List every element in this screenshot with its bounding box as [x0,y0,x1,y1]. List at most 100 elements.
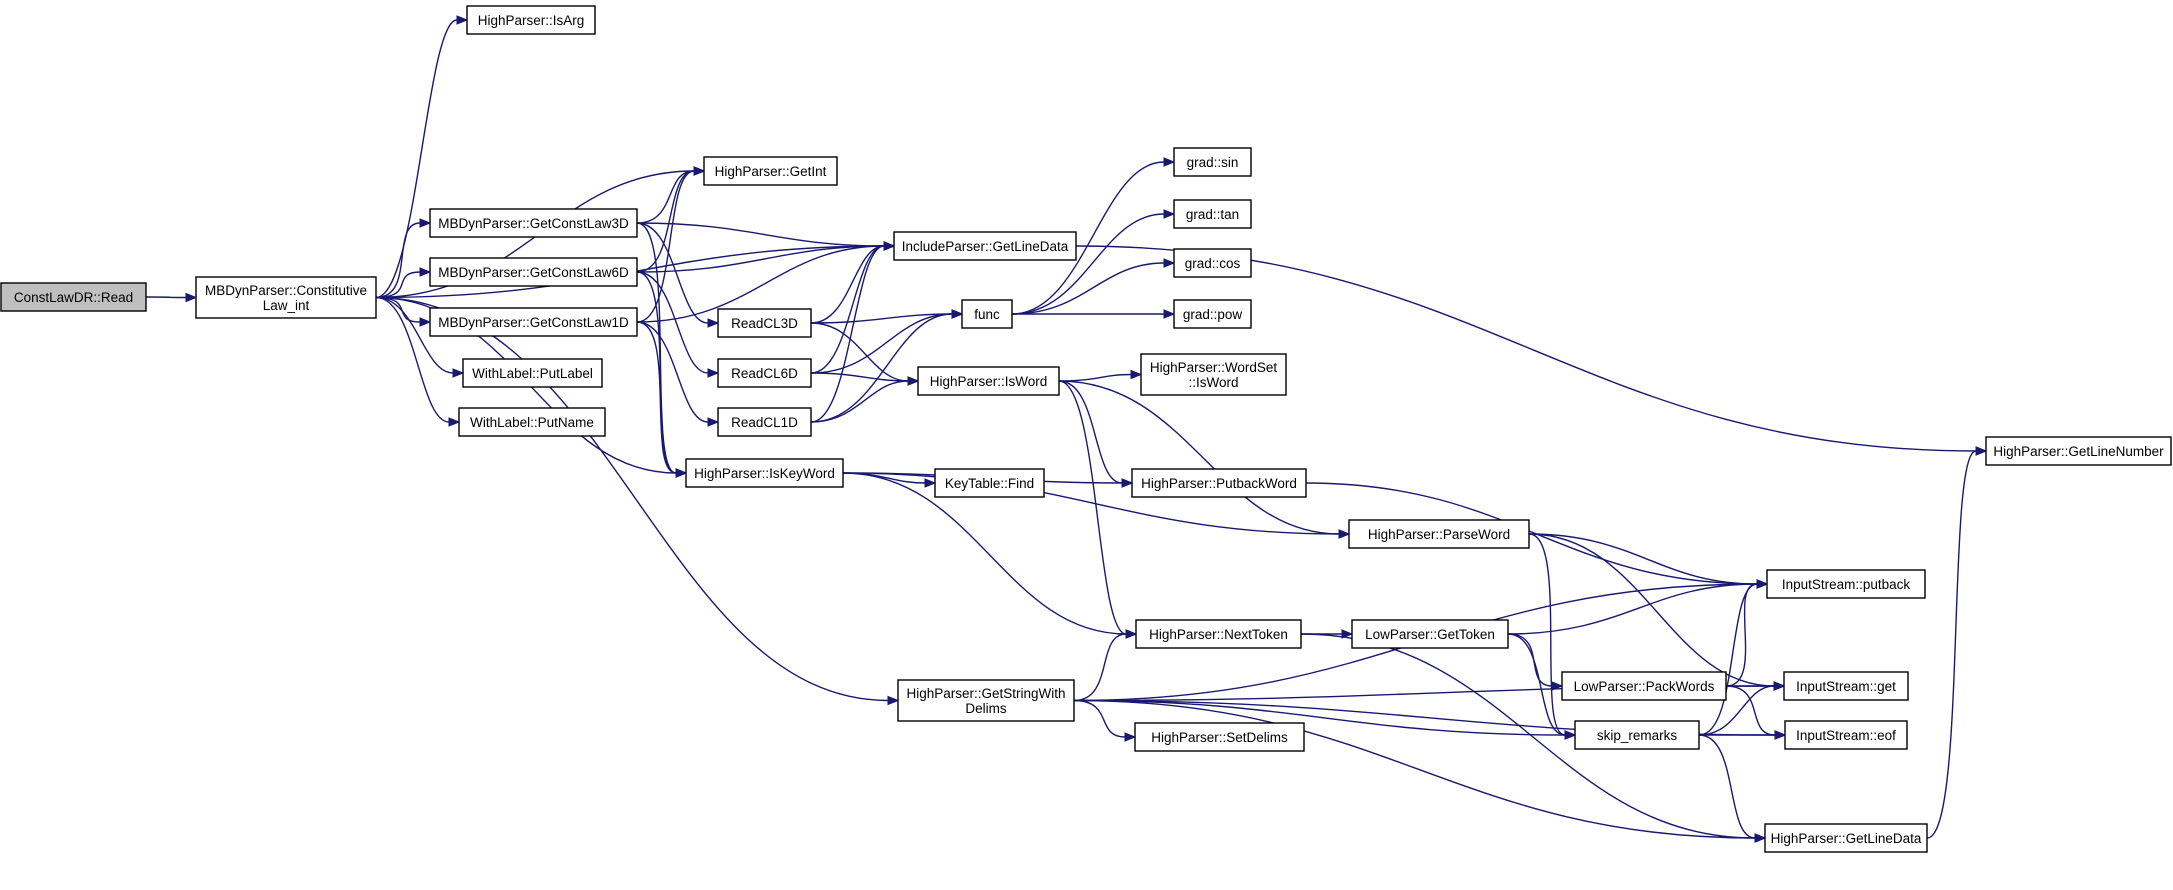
edge-arrowhead [883,241,896,251]
node-rcl6[interactable]: ReadCL6D [717,358,812,388]
node-gettoken[interactable]: LowParser::GetToken [1351,619,1509,649]
node-isarg[interactable]: HighParser::IsArg [466,5,596,35]
edge-arrowhead [887,695,900,706]
node-putname[interactable]: WithLabel::PutName [458,407,606,437]
call-edge-rcl3-to-incgld [810,241,896,324]
edge-line [375,296,454,374]
node-rcl1[interactable]: ReadCL1D [717,407,812,437]
call-edge-rcl3-to-isword [810,322,920,386]
node-label: WithLabel::PutName [470,415,594,430]
node-isword[interactable]: HighParser::IsWord [917,366,1060,396]
edge-line [375,296,889,702]
call-edge-constlaw-to-gcl3 [375,218,432,299]
node-label: MBDynParser::GetConstLaw3D [438,216,629,231]
node-iskw[interactable]: HighParser::IsKeyWord [685,458,844,488]
edge-line [375,222,421,299]
node-label: HighParser::IsKeyWord [694,466,835,481]
node-gtan[interactable]: grad::tan [1173,199,1252,229]
edge-line [1058,380,1127,635]
call-edge-rcl6-to-incgld [810,241,896,374]
node-box [1351,619,1509,649]
node-func[interactable]: func [961,299,1013,329]
node-iseof[interactable]: InputStream::eof [1784,720,1908,750]
node-box [1784,720,1908,750]
edge-arrowhead [1756,579,1769,589]
node-gsin[interactable]: grad::sin [1173,147,1252,177]
edge-arrowhead [707,368,720,378]
call-edge-isword-to-pbword [1058,380,1134,488]
node-gcl1[interactable]: MBDynParser::GetConstLaw1D [429,307,638,337]
node-nexttoken[interactable]: HighParser::NextToken [1135,619,1302,649]
call-edge-gcl1-to-iskw [636,321,688,478]
node-getint[interactable]: HighParser::GetInt [703,156,838,186]
node-putlabel[interactable]: WithLabel::PutLabel [462,358,603,388]
node-setdelims[interactable]: HighParser::SetDelims [1134,722,1305,752]
node-ktfind[interactable]: KeyTable::Find [934,468,1045,498]
edge-line [842,472,1340,535]
node-label: ReadCL6D [731,366,798,381]
node-rcl3[interactable]: ReadCL3D [717,308,812,338]
node-label: grad::pow [1183,307,1243,322]
node-box [685,458,844,488]
call-edge-gswd-to-skip [1073,699,1577,740]
node-box [1134,722,1305,752]
edge-line [1698,583,1758,736]
call-edge-gswd-to-nexttoken [1073,629,1138,702]
node-packwords[interactable]: LowParser::PackWords [1561,671,1727,701]
node-incgld[interactable]: IncludeParser::GetLineData [893,231,1077,261]
node-putback[interactable]: InputStream::putback [1766,569,1926,599]
node-box [466,5,596,35]
node-gcl6[interactable]: MBDynParser::GetConstLaw6D [429,257,638,287]
call-edge-iskw-to-nexttoken [842,472,1138,639]
node-box [1173,299,1252,329]
edge-arrowhead [419,267,432,277]
edge-arrowhead [675,468,688,478]
node-label: HighParser::IsArg [478,13,585,28]
node-hpgld[interactable]: HighParser::GetLineData [1764,823,1928,853]
edge-line [1058,373,1132,382]
edge-line [636,271,677,474]
node-pbword[interactable]: HighParser::PutbackWord [1131,468,1307,498]
node-read[interactable]: ConstLawDR::Read [0,282,147,312]
node-label: HighParser::ParseWord [1368,527,1510,542]
node-gpow[interactable]: grad::pow [1173,299,1252,329]
edge-line [1725,583,1758,687]
node-box [1764,823,1928,853]
node-wsisword[interactable]: HighParser::WordSet::IsWord [1140,353,1287,396]
node-box [429,208,638,238]
node-gcl3[interactable]: MBDynParser::GetConstLaw3D [429,208,638,238]
edge-line [842,472,1127,635]
edge-line [1073,699,1756,839]
edge-line [375,19,458,299]
edge-arrowhead [1163,258,1176,268]
node-box [703,156,838,186]
node-getlinenumber[interactable]: HighParser::GetLineNumber [1985,436,2172,466]
node-parseword[interactable]: HighParser::ParseWord [1348,519,1530,549]
edge-arrowhead [419,317,432,327]
edge-arrowhead [1341,629,1354,639]
edge-line [636,222,709,324]
call-edge-read-to-constlaw [145,292,198,303]
edge-line [1507,583,1758,635]
node-box [1173,199,1252,229]
edge-arrowhead [907,376,920,386]
node-label: HighParser::GetLineNumber [1993,444,2164,459]
node-box [717,308,812,338]
call-edge-gcl6-to-incgld [636,241,896,273]
node-box [0,282,147,312]
node-label: MBDynParser::GetConstLaw1D [438,315,629,330]
node-label: IncludeParser::GetLineData [902,239,1069,254]
edge-arrowhead [1773,681,1786,691]
edge-arrowhead [1121,478,1134,488]
node-box [717,407,812,437]
edge-arrowhead [1163,157,1176,167]
node-box [717,358,812,388]
node-skip[interactable]: skip_remarks [1574,720,1700,750]
node-isget[interactable]: InputStream::get [1783,671,1909,701]
node-gcos[interactable]: grad::cos [1173,248,1252,278]
call-edge-func-to-gcos [1011,258,1176,315]
edge-line [1507,633,1553,687]
node-label: LowParser::GetToken [1365,627,1495,642]
